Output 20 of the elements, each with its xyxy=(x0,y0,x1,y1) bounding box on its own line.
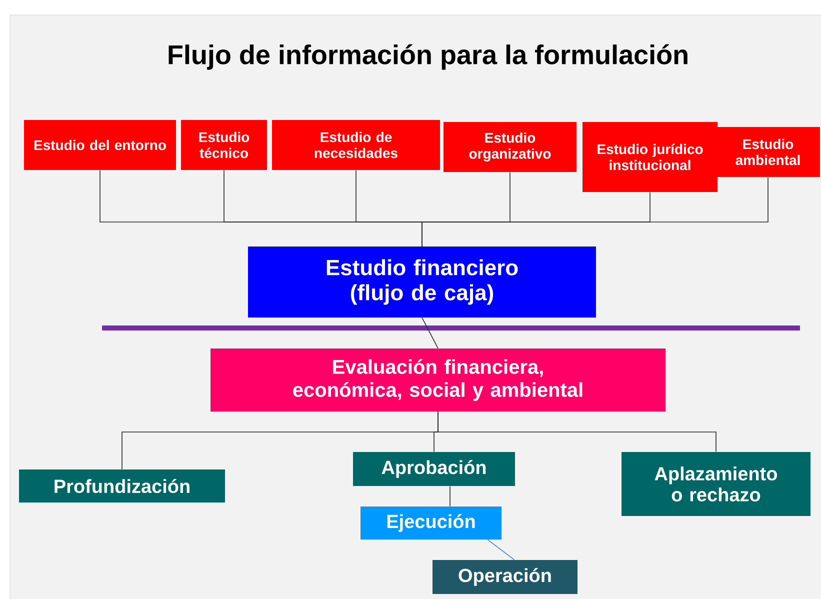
diagram-title: Flujo de información para la formulación xyxy=(168,44,688,70)
study-box: Estudio del entorno xyxy=(24,120,176,170)
node-label: Estudio ambiental xyxy=(736,138,800,166)
connector-line xyxy=(438,411,716,452)
node-label: Estudio jurídico institucional xyxy=(598,144,703,170)
study-box: Estudio jurídico institucional xyxy=(582,122,718,192)
operation-box: Operación xyxy=(432,560,578,594)
study-box: Estudio técnico xyxy=(181,120,267,170)
outcome-box: Profundización xyxy=(19,470,225,502)
execution-box: Ejecución xyxy=(360,506,502,540)
connector-line xyxy=(422,317,438,349)
study-box: Estudio de necesidades xyxy=(272,120,440,170)
outcome-box: Aplazamiento o rechazo xyxy=(622,452,810,516)
study-box: Estudio ambiental xyxy=(716,127,820,177)
study-box: Estudio organizativo xyxy=(444,122,576,172)
outcome-box: Aprobación xyxy=(353,452,515,486)
financial-study-box: Estudio financiero (flujo de caja) xyxy=(248,246,596,318)
evaluation-box: Evaluación financiera, económica, social y ambiental xyxy=(210,348,666,412)
connector-line xyxy=(422,176,768,247)
connector-line xyxy=(487,539,515,560)
